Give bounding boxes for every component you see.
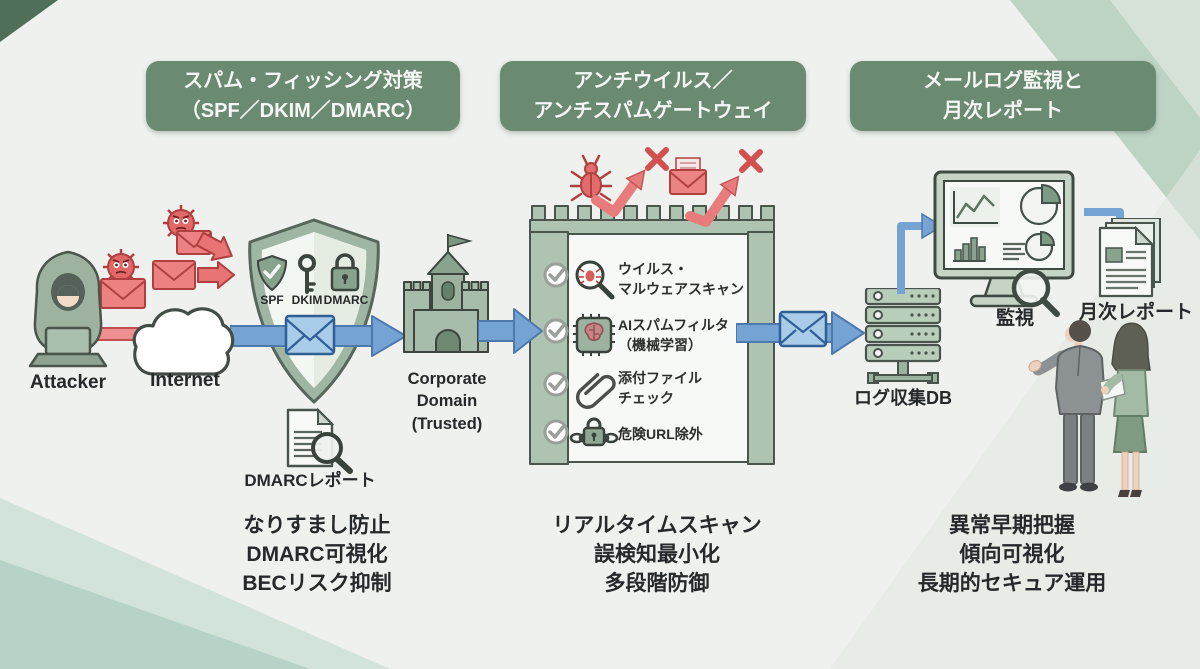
benefit-block-2: リアルタイムスキャン誤検知最小化多段階防御 xyxy=(552,514,762,595)
lock-chain-icon xyxy=(569,417,619,447)
paperclip-icon xyxy=(575,373,616,409)
blocked-x-icon xyxy=(739,149,763,173)
header-line: 月次レポート xyxy=(943,100,1063,122)
attacker-label: Attacker xyxy=(29,372,107,393)
gateway-check-attachment: 添付ファイルチェック xyxy=(618,370,702,407)
mail-envelope-icon xyxy=(284,314,336,356)
gateway-check-url: 危険URL除外 xyxy=(618,426,703,442)
dmarc-report-label: DMARCレポート xyxy=(244,471,376,490)
header-line: スパム・フィッシング対策 xyxy=(183,70,423,92)
header-line: （SPF／DKIM／DMARC） xyxy=(180,100,426,122)
mail-flow-arrow xyxy=(230,314,407,357)
blocked-threats xyxy=(569,147,763,227)
log-db-label: ログ収集DB xyxy=(854,388,952,408)
header-spam-phishing: スパム・フィッシング対策 （SPF／DKIM／DMARC） xyxy=(146,61,460,131)
line-chart xyxy=(950,187,1000,227)
pie-chart xyxy=(1019,183,1062,226)
mail-flow-arrow xyxy=(736,310,865,355)
attack-arrow-icon xyxy=(195,231,233,261)
dkim-key-icon xyxy=(298,254,316,294)
magnifier-icon xyxy=(1011,268,1060,317)
monitoring-screen-icon xyxy=(933,170,1075,317)
header-line: メールログ監視と xyxy=(923,70,1083,92)
internet-cloud-icon xyxy=(132,307,235,376)
dmarc-report-icon xyxy=(286,407,353,474)
mail-flow-arrow xyxy=(478,308,543,354)
check-icon xyxy=(543,318,569,344)
attacker-icon xyxy=(28,250,108,368)
check-icon xyxy=(543,262,569,288)
virus-icon xyxy=(103,249,139,285)
corporate-domain-label: Corporate Domain (Trusted) xyxy=(407,370,487,433)
bounce-arrow-icon xyxy=(685,185,733,227)
header-line: アンチウイルス／ xyxy=(573,70,733,92)
check-icon xyxy=(543,371,569,397)
blocked-x-icon xyxy=(645,147,669,171)
virus-scan-magnifier-icon xyxy=(575,260,615,300)
benefit-block-3: 異常早期把握傾向可視化長期的セキュア運用 xyxy=(917,514,1107,595)
ai-chip-icon xyxy=(573,314,615,356)
monitoring-label: 監視 xyxy=(995,308,1034,329)
header-log-monitoring: メールログ監視と 月次レポート xyxy=(850,61,1156,131)
magnifier-icon xyxy=(311,432,353,474)
pie-chart-small xyxy=(1024,230,1056,262)
dmarc-badge: DMARC xyxy=(323,293,369,307)
spf-shield-icon xyxy=(256,254,288,292)
monthly-report-label: 月次レポート xyxy=(1078,302,1193,323)
flow-arrow-up xyxy=(897,212,944,294)
bounce-arrow-icon xyxy=(591,179,639,217)
virus-icon xyxy=(163,205,199,241)
log-db-server-icon xyxy=(864,288,942,384)
mail-envelope-icon xyxy=(778,310,828,348)
report-documents-icon xyxy=(1098,218,1161,298)
threat-icons xyxy=(100,205,235,309)
spf-badge: SPF xyxy=(260,293,284,307)
header-line: アンチスパムゲートウェイ xyxy=(533,100,773,122)
attack-arrow-icon xyxy=(197,261,235,289)
dmarc-lock-icon xyxy=(330,253,360,292)
check-icon xyxy=(543,419,569,445)
dkim-badge: DKIM xyxy=(291,293,323,307)
text-lines xyxy=(1003,242,1025,261)
internet-label: Internet xyxy=(150,370,220,391)
woman-figure xyxy=(1099,322,1151,497)
open-envelope-icon xyxy=(669,157,707,195)
spam-envelope-icon xyxy=(100,278,146,309)
gateway-check-ai-filter: AIスパムフィルタ（機械学習） xyxy=(618,317,729,354)
spam-envelope-icon xyxy=(152,260,196,290)
staff-people-icon xyxy=(1028,320,1151,497)
gateway-check-virus-scan: ウイルス・マルウェアスキャン xyxy=(618,261,744,298)
bug-icon xyxy=(569,154,613,202)
man-figure xyxy=(1028,320,1105,492)
header-antivirus-gateway: アンチウイルス／ アンチスパムゲートウェイ xyxy=(500,61,806,131)
